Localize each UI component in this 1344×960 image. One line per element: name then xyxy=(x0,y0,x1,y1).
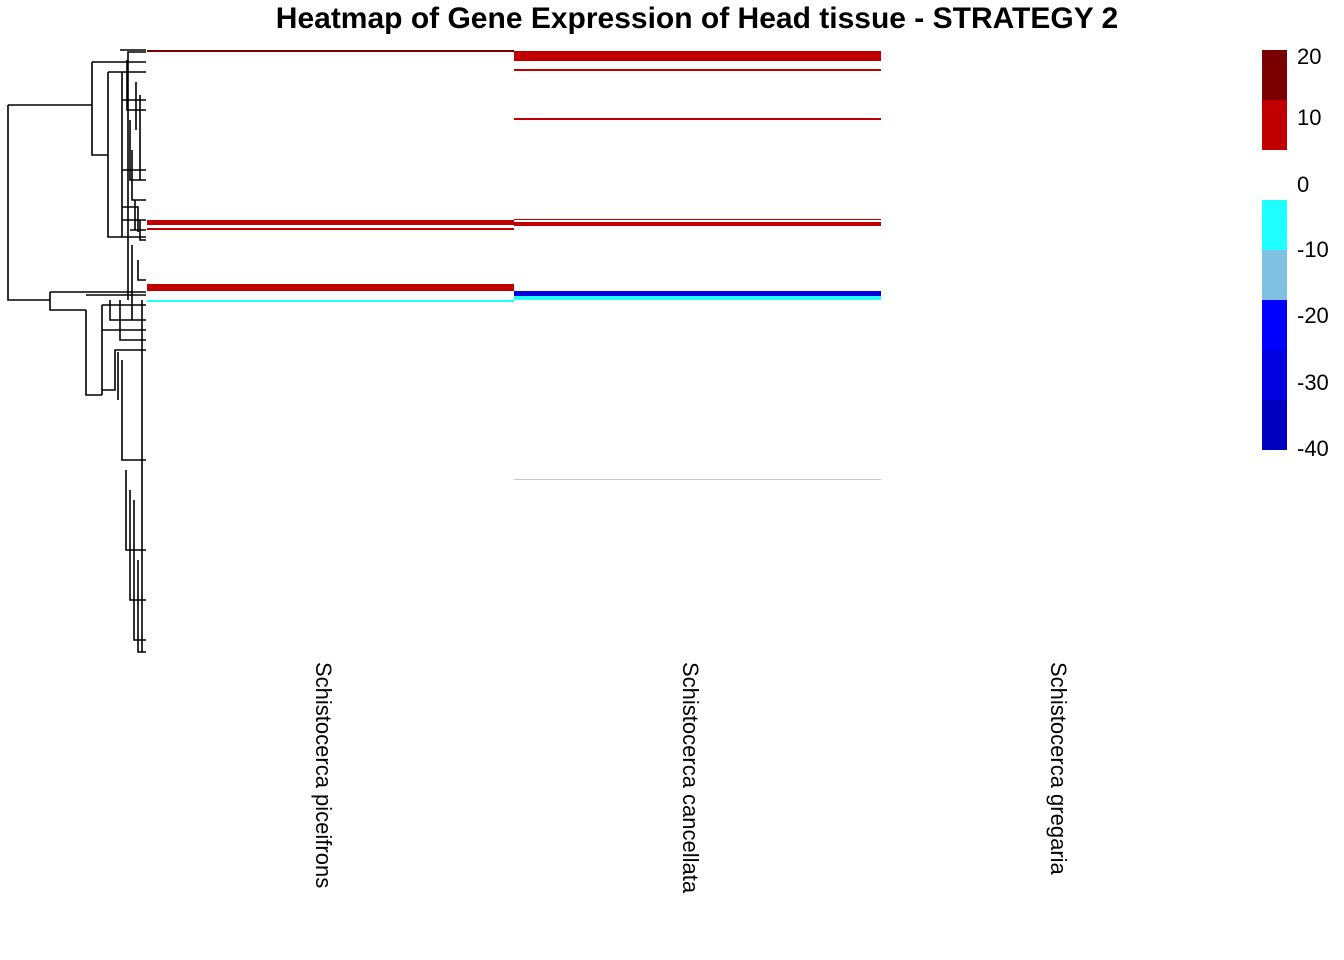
heatmap-cell xyxy=(514,51,881,61)
legend-tick-label: -40 xyxy=(1297,436,1329,461)
heatmap-cell xyxy=(147,332,514,334)
heatmap-cell xyxy=(514,343,881,345)
heatmap-cell xyxy=(147,220,514,225)
legend-tick-label: -20 xyxy=(1297,303,1329,328)
heatmap-cell xyxy=(147,69,514,74)
legend-color-swatch xyxy=(1262,400,1287,450)
heatmap-cell xyxy=(514,291,881,296)
legend-color-swatch xyxy=(1262,350,1287,400)
heatmap-cell xyxy=(514,392,881,394)
legend-tick-label: -30 xyxy=(1297,370,1329,395)
heatmap-cell xyxy=(147,63,514,64)
heatmap-cell xyxy=(514,69,881,71)
heatmap-cell xyxy=(147,50,514,52)
legend-tick-label: 0 xyxy=(1297,172,1310,197)
legend-tick-label: 10 xyxy=(1297,105,1322,130)
heatmap-cell xyxy=(514,300,881,302)
heatmap-cell xyxy=(147,284,514,291)
heatmap-cell xyxy=(881,626,1248,628)
column-label-piceifrons: Schistocerca piceifrons xyxy=(311,662,336,889)
color-legend xyxy=(1262,50,1287,450)
heatmap-cell xyxy=(514,346,881,368)
heatmap-cell xyxy=(514,387,881,389)
heatmap-cell xyxy=(147,292,514,295)
heatmap-cell xyxy=(514,296,881,300)
heatmap-cell xyxy=(514,326,881,340)
heatmap-cell xyxy=(514,370,881,378)
column-label-gregaria: Schistocerca gregaria xyxy=(1046,662,1071,875)
heatmap-cell xyxy=(147,482,514,484)
legend-color-swatch xyxy=(1262,50,1287,100)
legend-color-swatch xyxy=(1262,250,1287,300)
heatmap-cell xyxy=(147,228,514,230)
heatmap-cell xyxy=(514,222,881,226)
heatmap-cell xyxy=(147,544,514,556)
heatmap-cell xyxy=(514,118,881,120)
legend-tick-label: -10 xyxy=(1297,237,1329,262)
chart-title: Heatmap of Gene Expression of Head tissu… xyxy=(275,2,1119,35)
column-label-cancellata: Schistocerca cancellata xyxy=(678,662,703,894)
row-dendrogram xyxy=(7,49,146,653)
legend-color-swatch xyxy=(1262,300,1287,350)
legend-color-swatch xyxy=(1262,200,1287,250)
heatmap-cell xyxy=(881,338,1248,347)
legend-color-swatch xyxy=(1262,100,1287,150)
heatmap-cell xyxy=(514,479,881,480)
heatmap-cell xyxy=(514,303,881,305)
heatmap-cell xyxy=(514,219,881,220)
heatmap-cell xyxy=(147,300,514,302)
heatmap-cell xyxy=(147,303,514,327)
legend-tick-label: 20 xyxy=(1297,44,1322,69)
